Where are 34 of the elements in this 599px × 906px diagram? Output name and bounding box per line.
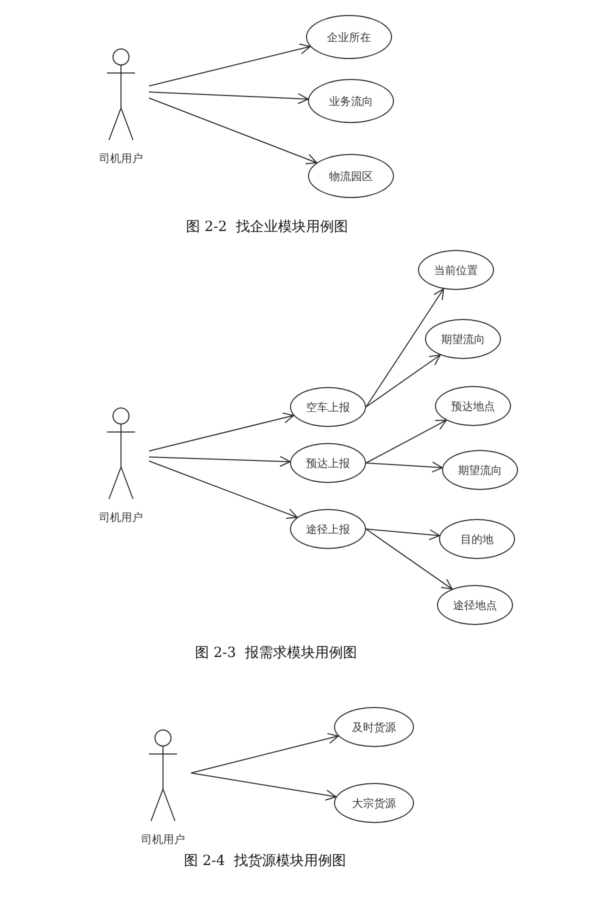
association-arrow <box>148 412 294 452</box>
association-arrow <box>366 462 443 473</box>
use-case-ellipse: 预达上报 <box>290 443 366 483</box>
association-arrow <box>366 528 453 590</box>
use-case-ellipse: 期望流向 <box>425 319 501 359</box>
figure-caption: 图 2-3 报需求模块用例图 <box>195 644 357 662</box>
use-case-ellipse: 及时货源 <box>334 707 414 747</box>
use-case-ellipse: 企业所在 <box>306 15 392 59</box>
use-case-ellipse: 途径地点 <box>437 585 513 625</box>
use-case-ellipse: 期望流向 <box>442 450 518 490</box>
association-arrow <box>148 456 291 467</box>
figure-caption: 图 2-2 找企业模块用例图 <box>186 218 348 236</box>
association-arrow <box>190 772 336 801</box>
association-arrow <box>366 420 447 464</box>
actor-label: 司机用户 <box>140 832 186 847</box>
use-case-ellipse: 物流园区 <box>308 154 394 198</box>
actor-label: 司机用户 <box>98 510 144 525</box>
association-arrow <box>148 44 311 86</box>
association-arrow <box>366 354 441 408</box>
association-arrow <box>190 733 339 774</box>
association-arrow <box>366 528 440 540</box>
figure-caption: 图 2-4 找货源模块用例图 <box>184 852 346 870</box>
use-case-ellipse: 预达地点 <box>435 386 511 426</box>
use-case-ellipse: 大宗货源 <box>334 783 414 823</box>
association-arrow <box>148 98 318 164</box>
use-case-ellipse: 途径上报 <box>290 509 366 549</box>
association-arrow <box>148 460 298 519</box>
actor-label: 司机用户 <box>98 151 144 166</box>
use-case-ellipse: 当前位置 <box>418 250 494 290</box>
use-case-ellipse: 业务流向 <box>308 79 394 123</box>
use-case-ellipse: 目的地 <box>439 519 515 559</box>
use-case-ellipse: 空车上报 <box>290 387 366 427</box>
association-arrow <box>148 92 309 104</box>
association-arrow <box>366 288 444 408</box>
